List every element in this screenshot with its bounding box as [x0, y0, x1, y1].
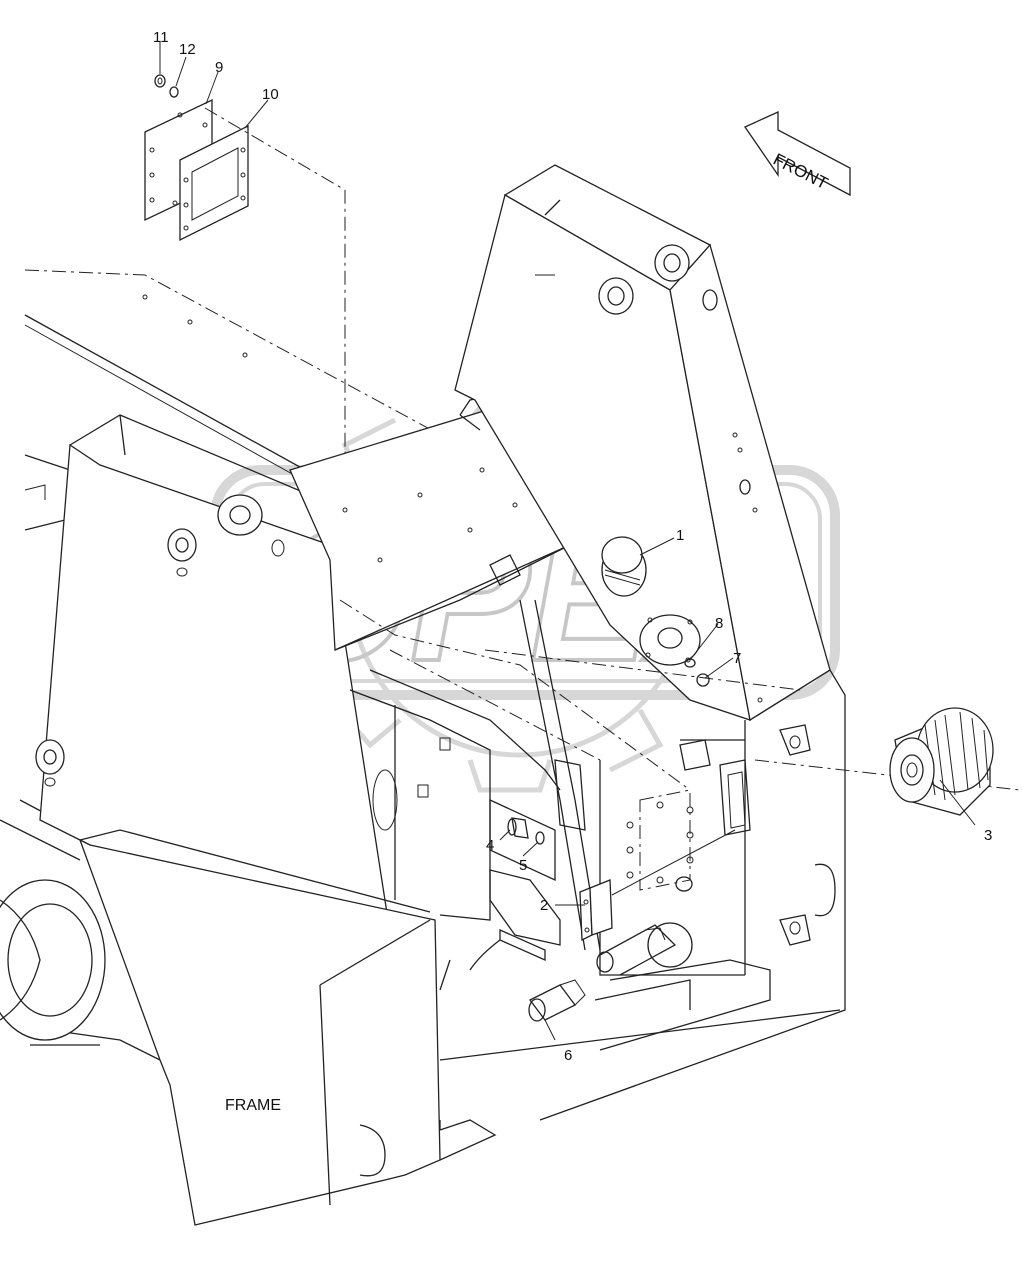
part-1-cap	[601, 536, 710, 687]
right-upright-tower	[454, 164, 831, 722]
front-direction-arrow: FRONT	[744, 110, 851, 197]
right-box-body	[484, 649, 1021, 1121]
frame-label: FRAME	[225, 1097, 281, 1114]
part-label-10: 10	[262, 86, 279, 103]
front-frame-housing: FRAME	[0, 829, 841, 1226]
part-label-6: 6	[564, 1047, 572, 1064]
part-label-3: 3	[984, 827, 992, 844]
part-label-8: 8	[715, 615, 723, 632]
part-6-sensor	[528, 922, 693, 1022]
part-2-bracket	[579, 829, 736, 942]
part-label-5: 5	[519, 857, 527, 874]
lower-center-body	[339, 599, 691, 991]
part-3-filter	[889, 707, 994, 816]
part-labels: 11 12 9 10 1 8 7 3 4 5 2 6	[153, 29, 992, 1064]
left-upright-panel	[35, 414, 401, 966]
part-label-7: 7	[733, 650, 741, 667]
part-label-9: 9	[215, 59, 223, 76]
part-label-1: 1	[676, 527, 684, 544]
cover-plate-assembly	[144, 74, 346, 600]
part-4-fitting	[507, 817, 529, 839]
part-label-11: 11	[153, 29, 169, 46]
part-label-2: 2	[540, 897, 548, 914]
part-label-4: 4	[486, 837, 494, 854]
part-5-oring	[535, 831, 545, 845]
leader-lines	[159, 42, 976, 1041]
part-label-12: 12	[179, 41, 196, 58]
